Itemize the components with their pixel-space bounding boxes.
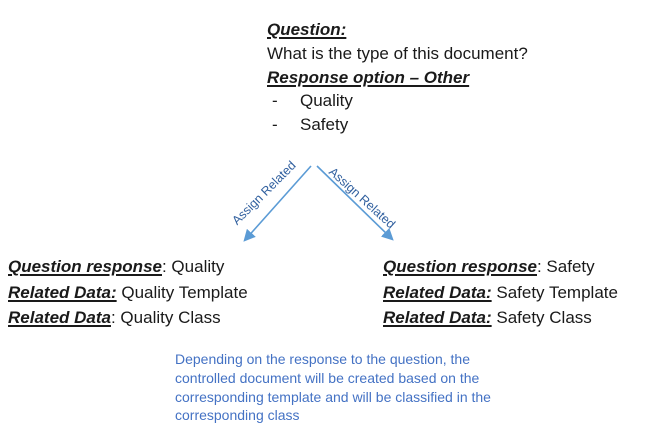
- related-data-class-line: Related Data: Safety Class: [383, 305, 618, 331]
- line-value: Safety Class: [491, 308, 592, 327]
- option-item-safety: - Safety: [267, 113, 528, 137]
- question-text: What is the type of this document?: [267, 43, 528, 63]
- related-data-template-line: Related Data: Quality Template: [8, 280, 248, 306]
- response-option-title: Response option – Other: [267, 67, 470, 87]
- question-title: Question:: [267, 20, 347, 39]
- option-label: Safety: [300, 115, 349, 135]
- question-block: Question: What is the type of this docum…: [267, 18, 528, 137]
- question-response-line: Question response: Quality: [8, 254, 248, 280]
- line-value: : Quality: [161, 257, 225, 276]
- line-value: : Quality Class: [110, 308, 221, 327]
- related-data-template-line: Related Data: Safety Template: [383, 280, 618, 306]
- line-label: Question response: [8, 257, 162, 276]
- line-label: Related Data:: [8, 282, 117, 302]
- quality-result-block: Question response: Quality Related Data:…: [8, 254, 248, 331]
- related-data-class-line: Related Data: Quality Class: [8, 305, 248, 331]
- line-label: Related Data:: [383, 282, 492, 302]
- bullet-dash: -: [272, 91, 278, 111]
- bullet-dash: -: [272, 115, 278, 135]
- line-label: Question response: [383, 257, 537, 276]
- left-arrow-label: Assign Related: [229, 158, 299, 228]
- line-value: Safety Template: [491, 282, 618, 302]
- question-response-line: Question response: Safety: [383, 254, 618, 280]
- line-value: Quality Template: [116, 282, 248, 302]
- safety-result-block: Question response: Safety Related Data: …: [383, 254, 618, 331]
- line-value: : Safety: [536, 257, 595, 276]
- line-label: Related Data: [8, 308, 111, 327]
- option-label: Quality: [300, 91, 353, 111]
- explanation-note: Depending on the response to the questio…: [175, 351, 491, 424]
- option-item-quality: - Quality: [267, 89, 528, 113]
- line-label: Related Data:: [383, 308, 492, 327]
- right-arrow-label: Assign Related: [326, 164, 398, 232]
